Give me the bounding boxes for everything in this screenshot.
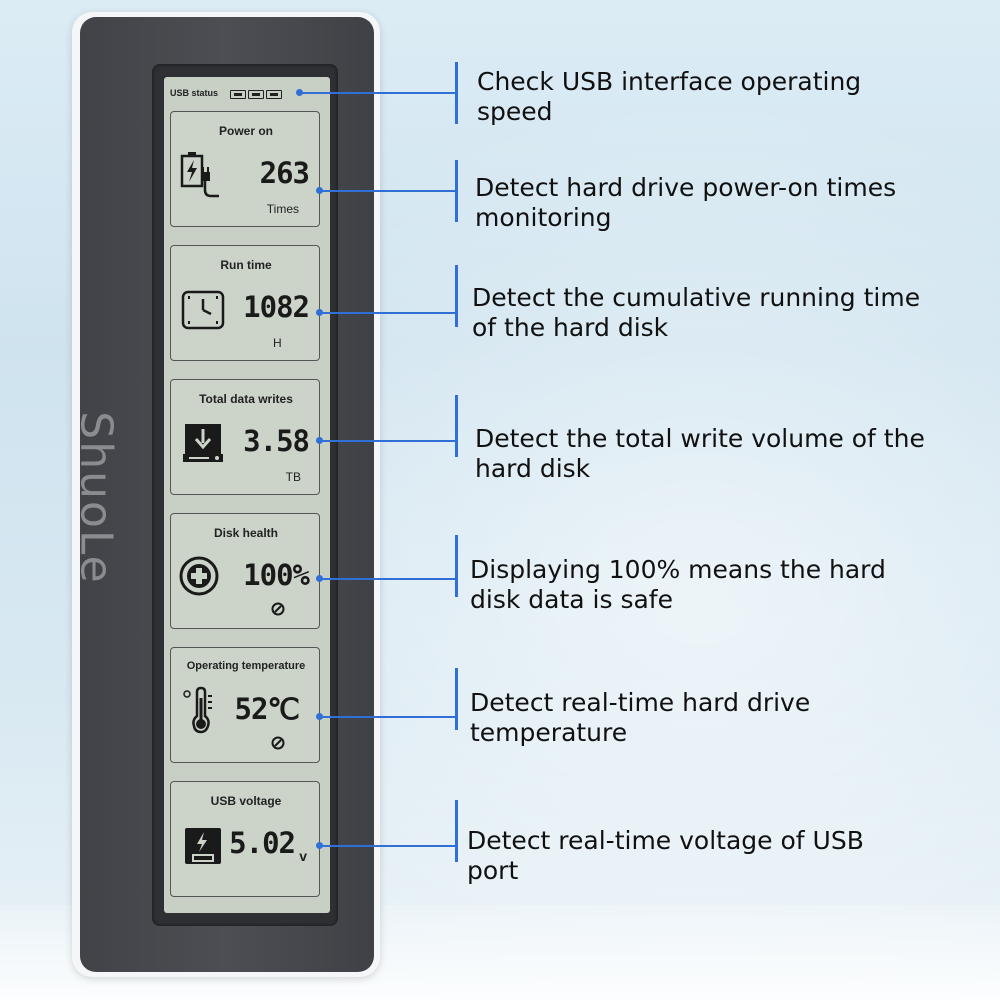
panel-title: Disk health: [213, 526, 279, 540]
panel-temperature: Operating temperature 52℃: [170, 647, 320, 763]
usb-voltage-value: 5.02: [229, 826, 296, 860]
callout-dot: [316, 437, 323, 444]
usb-port-indicator-icon: [248, 90, 264, 99]
callout-dot: [316, 187, 323, 194]
total-writes-value: 3.58: [243, 424, 310, 458]
caption-line: speed: [477, 97, 553, 126]
caption-line: Detect real-time voltage of USB: [467, 826, 864, 855]
temperature-value: 52℃: [234, 692, 300, 726]
run-time-unit: H: [273, 336, 282, 350]
usb-port-indicator-icon: [230, 90, 246, 99]
panel-disk-health: Disk health 100%: [170, 513, 320, 629]
caption-usb-speed: Check USB interface operating speed: [477, 67, 861, 127]
usb-port-indicator-icon: [266, 90, 282, 99]
callout-bar: [455, 160, 458, 222]
caption-power-on: Detect hard drive power-on times monitor…: [475, 173, 896, 233]
usb-status-label: USB status: [170, 88, 219, 98]
callout-bar: [455, 535, 458, 597]
status-indicator-icon: [271, 736, 285, 750]
health-cross-icon: [179, 556, 219, 596]
caption-line: disk data is safe: [470, 585, 673, 614]
brand-logo: ShuoLe: [71, 411, 136, 584]
drive-download-icon: [183, 424, 223, 462]
panel-title: Power on: [218, 124, 273, 138]
callout-line: [320, 312, 457, 314]
run-time-value: 1082: [243, 290, 310, 324]
caption-line: Check USB interface operating: [477, 67, 862, 96]
callout-bar: [455, 668, 458, 730]
caption-temperature: Detect real-time hard drive temperature: [470, 688, 810, 748]
callout-dot: [316, 713, 323, 720]
caption-line: Detect the cumulative running time: [472, 283, 921, 312]
caption-line: Detect the total write volume of the: [475, 424, 925, 453]
callout-dot: [316, 309, 323, 316]
battery-plug-icon: [180, 152, 219, 198]
panel-title: USB voltage: [210, 794, 282, 808]
callout-bar: [455, 62, 458, 124]
panel-total-writes: Total data writes 3.58 TB: [170, 379, 320, 495]
caption-total-writes: Detect the total write volume of the har…: [475, 424, 925, 484]
callout-line: [320, 845, 457, 847]
callout-bar: [455, 395, 458, 457]
caption-usb-voltage: Detect real-time voltage of USB port: [467, 826, 864, 886]
callout-bar: [455, 265, 458, 327]
caption-line: of the hard disk: [472, 313, 669, 342]
caption-line: Displaying 100% means the hard: [470, 555, 886, 584]
power-on-unit: Times: [266, 202, 299, 216]
callout-dot: [316, 575, 323, 582]
caption-line: hard disk: [475, 454, 591, 483]
brand-text: ShuoLe: [70, 411, 122, 585]
callout-line: [320, 440, 457, 442]
clock-icon: [181, 290, 225, 330]
panel-usb-voltage: USB voltage 5.02 v: [170, 781, 320, 897]
panel-run-time: Run time 1082 H: [170, 245, 320, 361]
caption-disk-health: Displaying 100% means the hard disk data…: [470, 555, 886, 615]
panel-title: Run time: [220, 258, 272, 272]
caption-line: Detect real-time hard drive: [470, 688, 811, 717]
thermometer-icon: [183, 686, 212, 734]
callout-line: [320, 716, 457, 718]
status-indicator-icon: [271, 602, 285, 616]
panel-power-on: Power on 263 Times: [170, 111, 320, 227]
disk-health-value: 100%: [243, 558, 310, 592]
caption-line: Detect hard drive power-on times: [475, 173, 897, 202]
caption-run-time: Detect the cumulative running time of th…: [472, 283, 920, 343]
callout-dot: [296, 89, 303, 96]
caption-line: temperature: [470, 718, 628, 747]
usb-bolt-icon: [185, 828, 221, 864]
callout-line: [320, 190, 457, 192]
usb-status-row: USB status: [170, 88, 320, 102]
power-on-value: 263: [259, 156, 310, 190]
usb-voltage-unit: v: [299, 848, 307, 864]
panel-title: Operating temperature: [186, 660, 306, 672]
panel-title: Total data writes: [199, 392, 293, 406]
callout-line: [320, 578, 457, 580]
callout-bar: [455, 800, 458, 862]
callout-line: [300, 92, 457, 94]
total-writes-unit: TB: [285, 470, 301, 484]
caption-line: port: [467, 856, 519, 885]
caption-line: monitoring: [475, 203, 612, 232]
callout-dot: [316, 842, 323, 849]
